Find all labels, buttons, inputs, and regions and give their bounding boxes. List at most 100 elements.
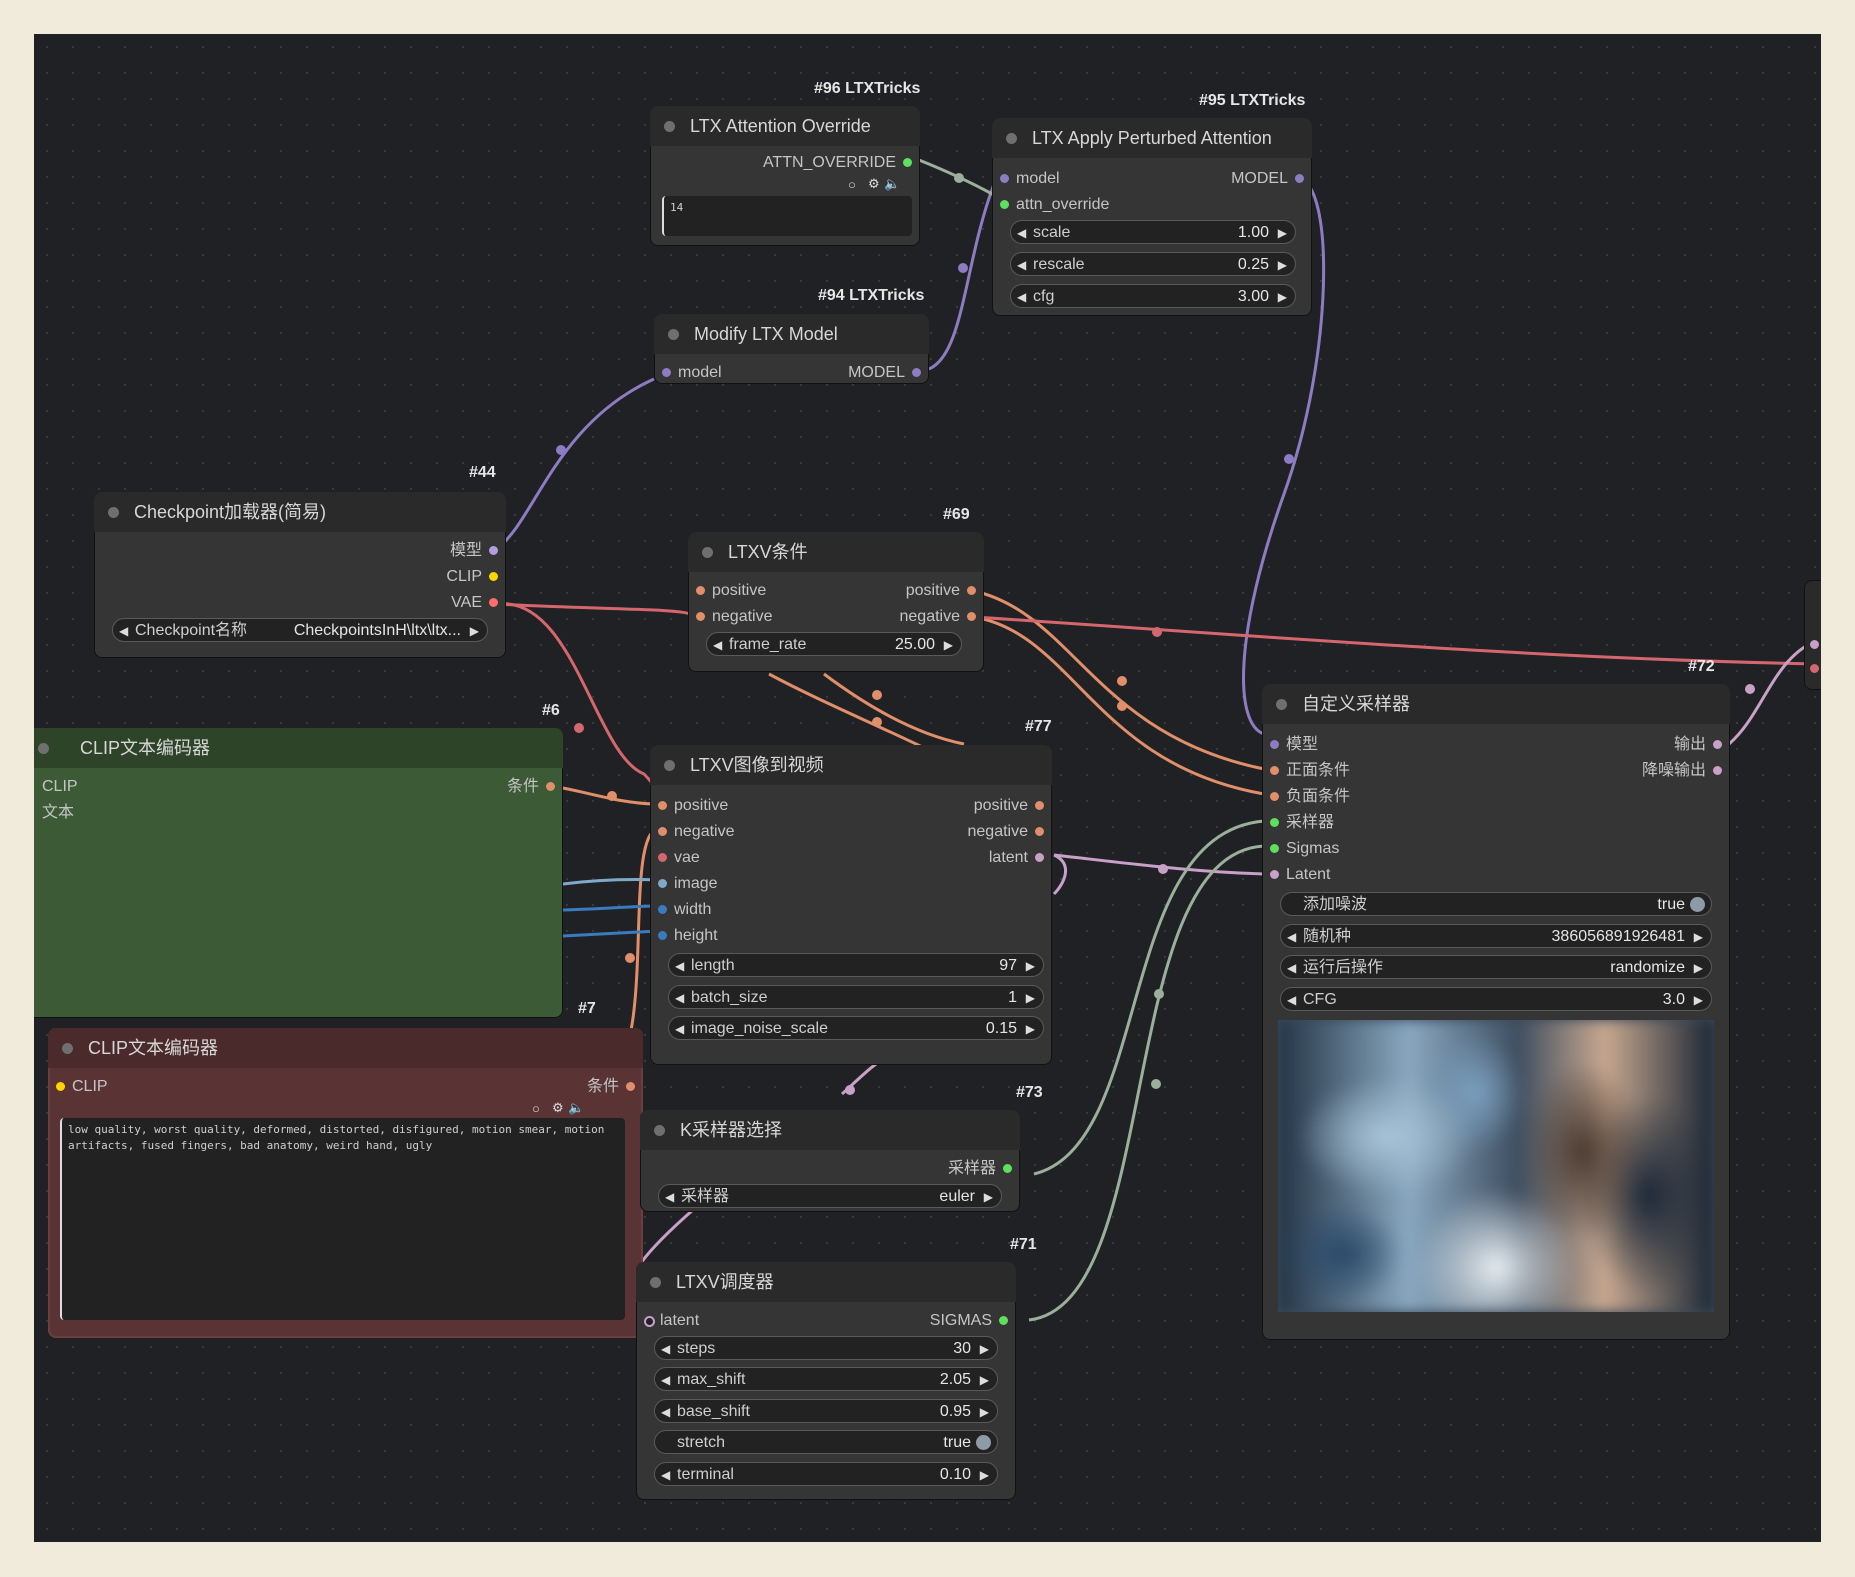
node-title[interactable]: Checkpoint加载器(简易) (94, 492, 506, 532)
reroute-dot[interactable] (1151, 1079, 1161, 1089)
arrow-left-icon[interactable]: ◀ (713, 638, 723, 652)
arrow-left-icon[interactable]: ◀ (1287, 993, 1297, 1007)
input-slot-vae[interactable] (658, 853, 667, 862)
arrow-left-icon[interactable]: ◀ (675, 1022, 685, 1036)
arrow-left-icon[interactable]: ◀ (1287, 961, 1297, 975)
reroute-dot[interactable] (607, 791, 617, 801)
node-title[interactable]: LTXV调度器 (636, 1262, 1016, 1302)
output-slot-clip[interactable] (489, 572, 498, 581)
node-modify-ltx-model[interactable]: Modify LTX Model model MODEL (654, 314, 929, 384)
node-ltx-attention-override[interactable]: LTX Attention Override ATTN_OVERRIDE ○ ⚙… (650, 106, 920, 246)
output-slot[interactable] (903, 158, 912, 167)
input-slot-width[interactable] (658, 905, 667, 914)
arrow-right-icon[interactable]: ▶ (979, 1405, 989, 1419)
node-custom-sampler[interactable]: 自定义采样器 模型 正面条件 负面条件 采样器 Sigmas Latent 输出… (1262, 684, 1730, 1340)
input-slot-positive[interactable] (658, 801, 667, 810)
arrow-left-icon[interactable]: ◀ (675, 991, 685, 1005)
input-slot-clip[interactable] (56, 1082, 65, 1091)
arrow-right-icon[interactable]: ▶ (1693, 961, 1703, 975)
input-slot-model[interactable] (662, 368, 671, 377)
node-clip-text-encoder-negative[interactable]: CLIP文本编码器 CLIP 条件 ○ ⚙ 🔈 low quality, wor… (48, 1028, 643, 1338)
reroute-dot[interactable] (1154, 989, 1164, 999)
node-title[interactable]: CLIP文本编码器 (34, 728, 563, 768)
input-slot-sigmas[interactable] (1270, 844, 1279, 853)
input-slot[interactable] (1810, 640, 1819, 649)
reroute-dot[interactable] (574, 723, 584, 733)
reroute-dot[interactable] (1117, 701, 1127, 711)
arrow-right-icon[interactable]: ▶ (1277, 226, 1287, 240)
reroute-dot[interactable] (1158, 864, 1168, 874)
arrow-right-icon[interactable]: ▶ (983, 1190, 993, 1204)
speaker-icon[interactable]: 🔈 (568, 1100, 585, 1115)
reroute-dot[interactable] (958, 263, 968, 273)
output-slot-latent[interactable] (1035, 853, 1044, 862)
input-slot-negative[interactable] (696, 612, 705, 621)
arrow-right-icon[interactable]: ▶ (1693, 993, 1703, 1007)
input-slot-attn-override[interactable] (1000, 200, 1009, 209)
output-slot-denoised[interactable] (1713, 766, 1722, 775)
input-slot-model[interactable] (1270, 740, 1279, 749)
arrow-left-icon[interactable]: ◀ (665, 1190, 675, 1204)
reroute-dot[interactable] (1152, 627, 1162, 637)
node-title[interactable]: LTX Apply Perturbed Attention (992, 118, 1312, 158)
reroute-dot[interactable] (625, 953, 635, 963)
input-slot-positive[interactable] (1270, 766, 1279, 775)
toggle-knob[interactable] (976, 1435, 991, 1450)
reroute-dot[interactable] (1284, 454, 1294, 464)
arrow-right-icon[interactable]: ▶ (979, 1342, 989, 1356)
arrow-right-icon[interactable]: ▶ (1277, 290, 1287, 304)
arrow-right-icon[interactable]: ▶ (469, 624, 479, 638)
output-slot[interactable] (1295, 174, 1304, 183)
node-offscreen-partial[interactable] (1804, 580, 1821, 690)
node-title[interactable]: LTX Attention Override (650, 106, 920, 146)
circle-icon[interactable]: ○ (532, 1101, 540, 1116)
arrow-right-icon[interactable]: ▶ (1025, 1022, 1035, 1036)
input-slot-positive[interactable] (696, 586, 705, 595)
input-slot[interactable] (1810, 664, 1819, 673)
node-ltxv-image-to-video[interactable]: LTXV图像到视频 positive negative vae image wi… (650, 745, 1052, 1065)
input-slot-model[interactable] (1000, 174, 1009, 183)
arrow-right-icon[interactable]: ▶ (1693, 930, 1703, 944)
arrow-right-icon[interactable]: ▶ (1025, 959, 1035, 973)
reroute-dot[interactable] (872, 717, 882, 727)
input-slot-image[interactable] (658, 879, 667, 888)
node-checkpoint-loader[interactable]: Checkpoint加载器(简易) 模型 CLIP VAE ◀Checkpoin… (94, 492, 506, 658)
output-slot-negative[interactable] (1035, 827, 1044, 836)
output-slot-model[interactable] (489, 546, 498, 555)
arrow-left-icon[interactable]: ◀ (1017, 226, 1027, 240)
output-slot[interactable] (912, 368, 921, 377)
arrow-right-icon[interactable]: ▶ (979, 1468, 989, 1482)
gear-icon[interactable]: ⚙ (868, 176, 880, 191)
input-slot-latent[interactable] (644, 1316, 655, 1327)
text-input[interactable]: 14 (662, 196, 912, 236)
node-ltx-apply-perturbed-attention[interactable]: LTX Apply Perturbed Attention model attn… (992, 118, 1312, 316)
output-slot-sigmas[interactable] (999, 1316, 1008, 1325)
input-slot-height[interactable] (658, 931, 667, 940)
node-title[interactable]: Modify LTX Model (654, 314, 929, 354)
arrow-left-icon[interactable]: ◀ (1017, 290, 1027, 304)
reroute-dot[interactable] (1745, 684, 1755, 694)
node-graph-canvas[interactable]: #96 LTXTricks LTX Attention Override ATT… (34, 34, 1821, 1542)
output-slot-positive[interactable] (967, 586, 976, 595)
output-slot-output[interactable] (1713, 740, 1722, 749)
speaker-icon[interactable]: 🔈 (884, 176, 901, 191)
arrow-left-icon[interactable]: ◀ (1287, 930, 1297, 944)
reroute-dot[interactable] (954, 173, 964, 183)
output-slot[interactable] (546, 782, 555, 791)
node-title[interactable]: CLIP文本编码器 (48, 1028, 643, 1068)
prompt-textarea[interactable]: low quality, worst quality, deformed, di… (60, 1118, 625, 1320)
node-title[interactable]: LTXV条件 (688, 532, 984, 572)
